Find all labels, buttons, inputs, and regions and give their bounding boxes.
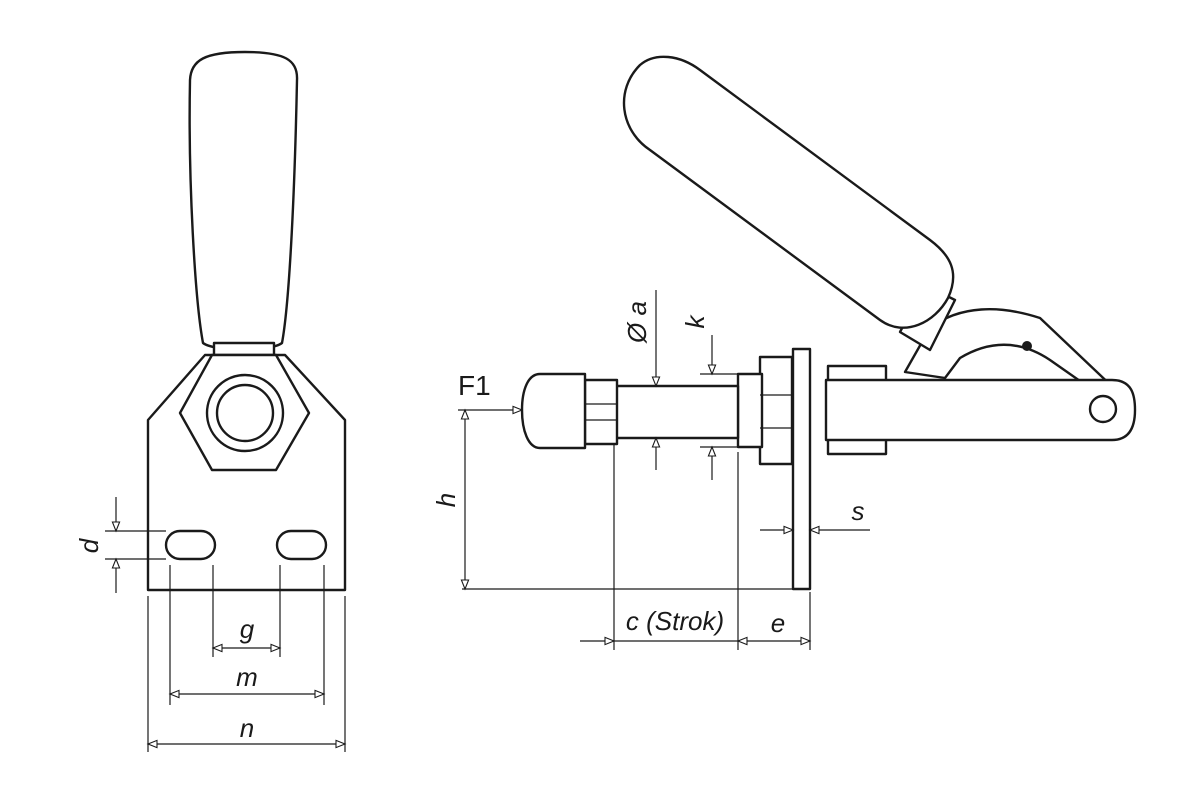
side-link-pin [1088, 394, 1118, 424]
dim-s: s [760, 496, 870, 535]
side-plunger-shaft [612, 384, 740, 440]
front-view [146, 50, 347, 592]
label-dia-a: Ø a [622, 301, 652, 344]
label-h: h [431, 493, 461, 507]
side-nut-outer [758, 355, 794, 466]
dim-m: m [168, 662, 326, 699]
dim-h: h [431, 408, 795, 591]
side-link-rod [824, 378, 1137, 442]
label-g: g [240, 614, 255, 644]
dim-k: k [680, 314, 738, 480]
front-slot-left [164, 529, 217, 561]
front-hex-nut [178, 353, 311, 472]
front-handle [188, 50, 299, 351]
side-plunger-hex [583, 378, 619, 446]
label-s: s [852, 496, 865, 526]
side-handle [622, 55, 955, 329]
dim-n: n [146, 713, 347, 749]
dim-dia-a: Ø a [622, 290, 661, 470]
side-view [520, 55, 1137, 591]
side-plunger-tip [520, 372, 587, 450]
label-e: e [771, 608, 785, 638]
label-d: d [74, 537, 104, 553]
side-pivot-dot [1022, 341, 1032, 351]
label-m: m [236, 662, 258, 692]
force-f1: F1 [458, 370, 524, 415]
front-shaft-outer [205, 373, 285, 453]
side-nut-inner [736, 372, 764, 449]
dim-c-e: c (Strok) e [580, 445, 812, 650]
label-n: n [240, 713, 254, 743]
dim-d: d [74, 497, 166, 593]
side-mounting-plate [791, 347, 812, 591]
front-shaft-inner [215, 383, 275, 443]
label-c: c (Strok) [626, 606, 724, 636]
dim-g: g [211, 614, 282, 653]
label-f1: F1 [458, 370, 491, 401]
front-slot-right [275, 529, 328, 561]
front-extension-lines [147, 565, 346, 752]
label-k: k [680, 314, 710, 329]
